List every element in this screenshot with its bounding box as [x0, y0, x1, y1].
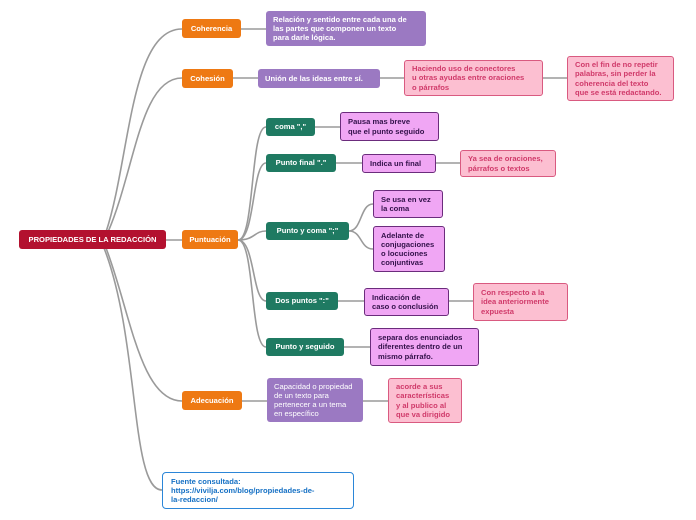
connector-puntuacion-puntoycoma — [237, 230, 267, 241]
puntuacion-node[interactable]: Puntuación — [182, 230, 238, 249]
root-node[interactable]: PROPIEDADES DE LA REDACCIÓN — [19, 230, 166, 249]
connector-root-cohesion — [107, 77, 183, 233]
coherencia-label: Coherencia — [190, 23, 233, 33]
connector-puntuacion-coma — [237, 126, 267, 241]
punto-final-description[interactable]: Indica un final — [362, 154, 436, 173]
connector-puntuacion-dospuntos — [237, 239, 267, 302]
adecuacion-description[interactable]: Capacidad o propiedad de un texto para p… — [267, 378, 363, 422]
connector-puntoycoma-desc2 — [348, 230, 374, 250]
cohesion-node[interactable]: Cohesión — [182, 69, 233, 88]
dos-puntos-description[interactable]: Indicación de caso o conclusión — [364, 288, 449, 316]
punto-y-seguido-node[interactable]: Punto y seguido — [266, 338, 344, 356]
root-label: PROPIEDADES DE LA REDACCIÓN — [28, 234, 157, 244]
cohesion-note[interactable]: Con el fin de no repetir palabras, sin p… — [567, 56, 674, 101]
connector-puntuacion-puntofinal — [237, 162, 267, 241]
connector-root-adecuacion — [105, 247, 183, 402]
dos-puntos-node[interactable]: Dos puntos ":" — [266, 292, 338, 310]
adecuacion-note[interactable]: acorde a sus características y al public… — [388, 378, 462, 423]
source-note[interactable]: Fuente consultada: https://vivilja.com/b… — [162, 472, 354, 509]
coherencia-node[interactable]: Coherencia — [182, 19, 241, 38]
connector-root-source — [103, 247, 163, 491]
adecuacion-node[interactable]: Adecuación — [182, 391, 242, 410]
cohesion-label: Cohesión — [190, 73, 225, 83]
punto-y-seguido-description[interactable]: separa dos enunciados diferentes dentro … — [370, 328, 479, 366]
coherencia-description[interactable]: Relación y sentido entre cada una de las… — [266, 11, 426, 46]
punto-final-note[interactable]: Ya sea de oraciones, párrafos o textos — [460, 150, 556, 177]
coma-description[interactable]: Pausa mas breve que el punto seguido — [340, 112, 439, 141]
punto-y-coma-description-2[interactable]: Adelante de conjugaciones o locuciones c… — [373, 226, 445, 272]
puntuacion-label: Puntuación — [189, 234, 231, 244]
connector-root-coherencia — [105, 28, 183, 233]
cohesion-description[interactable]: Unión de las ideas entre sí. — [258, 69, 380, 88]
coma-node[interactable]: coma "," — [266, 118, 315, 136]
punto-y-coma-node[interactable]: Punto y coma ";" — [266, 222, 349, 240]
punto-y-coma-description-1[interactable]: Se usa en vez la coma — [373, 190, 443, 218]
connector-puntuacion-puntoyseguido — [237, 239, 267, 348]
punto-final-node[interactable]: Punto final "." — [266, 154, 336, 172]
dos-puntos-note[interactable]: Con respecto a la idea anteriormente exp… — [473, 283, 568, 321]
connector-puntoycoma-desc1 — [348, 203, 374, 232]
adecuacion-label: Adecuación — [190, 395, 234, 405]
cohesion-detail[interactable]: Haciendo uso de conectores u otras ayuda… — [404, 60, 543, 96]
